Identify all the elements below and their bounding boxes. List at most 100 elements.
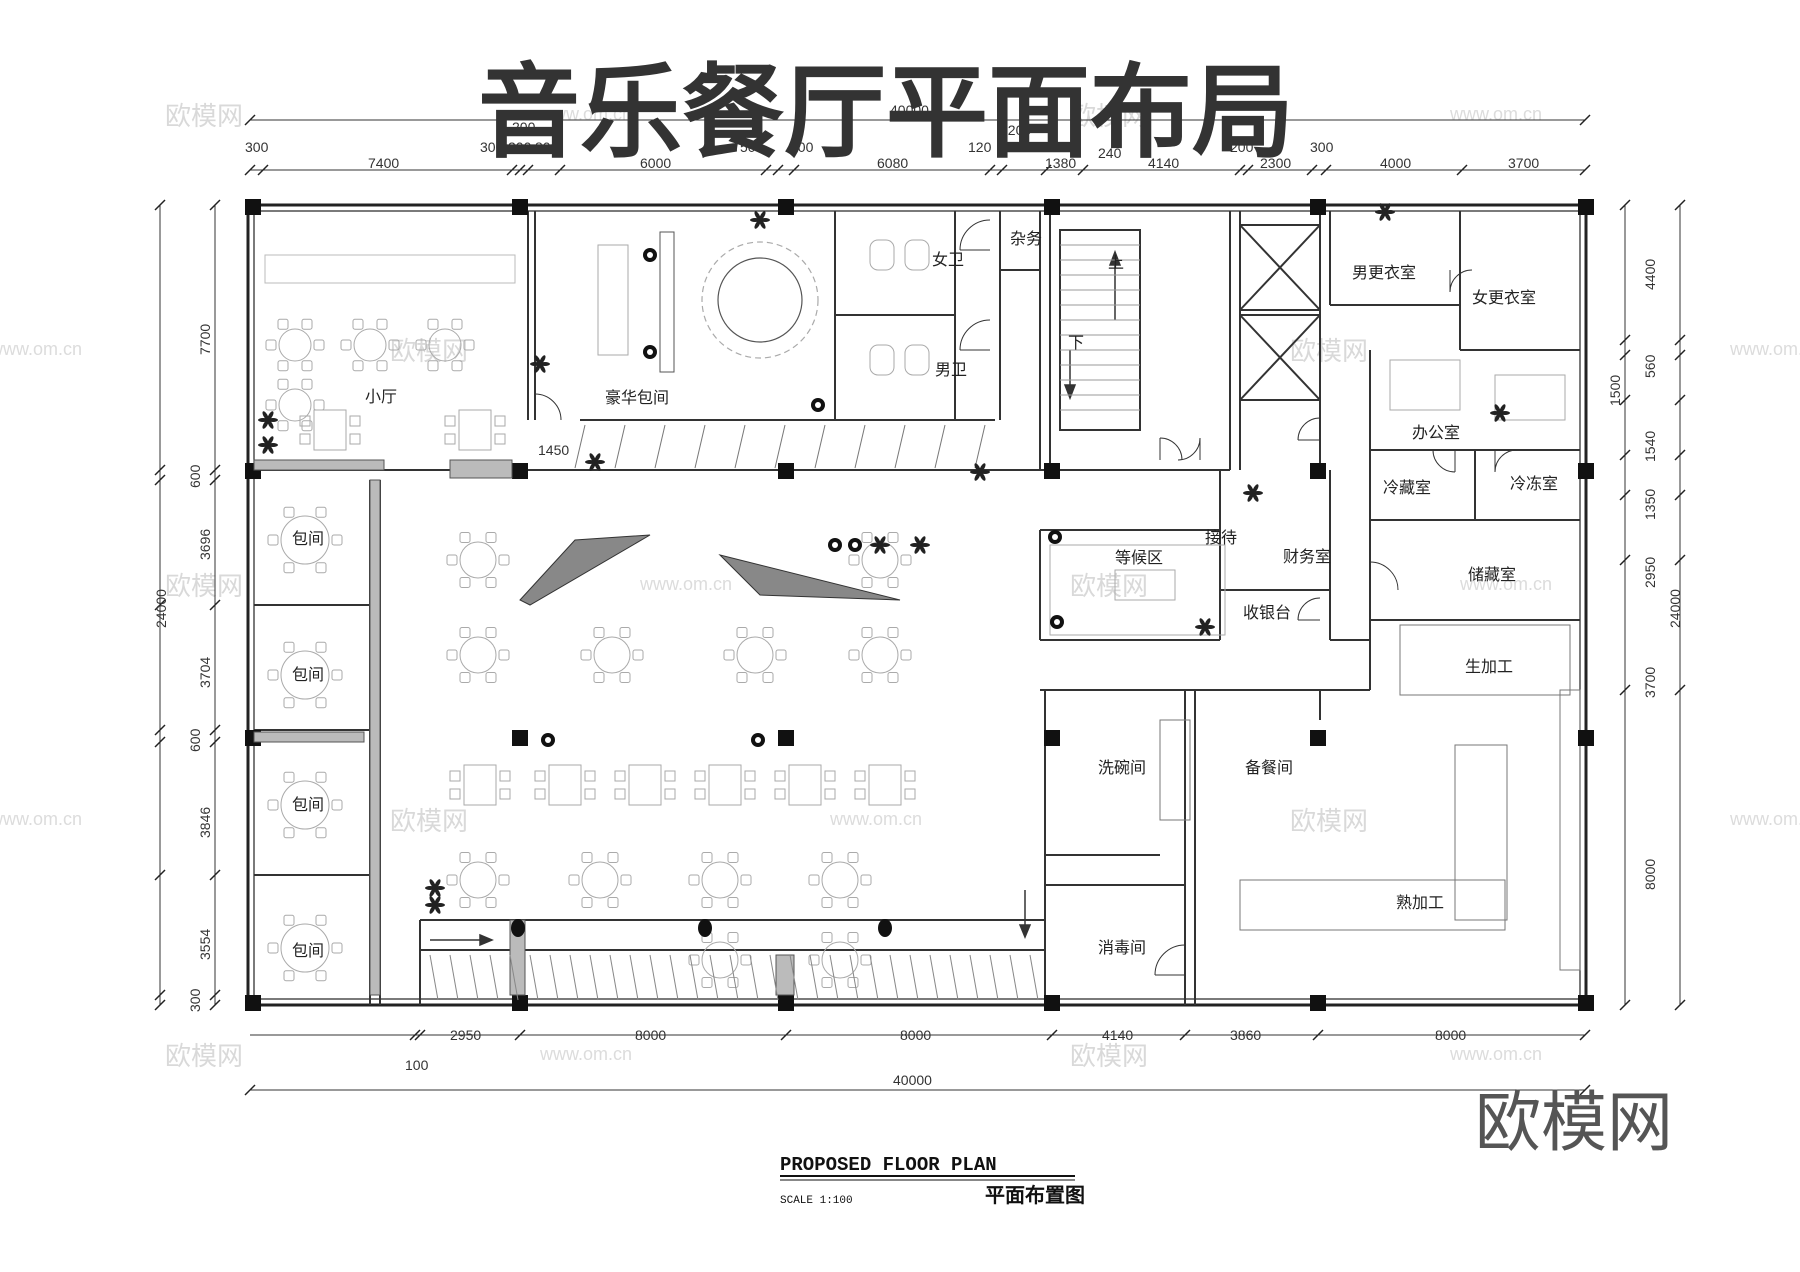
dim-top: 6080 [877, 155, 908, 171]
dimension-tick [1674, 999, 1686, 1011]
dim-left: 300 [187, 988, 203, 1012]
screen-slat [909, 954, 919, 1001]
dimension-tick [1306, 164, 1318, 176]
plant-icon [1243, 484, 1263, 502]
dimension-tick [1619, 684, 1631, 696]
screen-slat [469, 954, 479, 1001]
label-jiedai: 接待 [1205, 528, 1237, 547]
square-table-set [614, 764, 676, 806]
dim-top: 300 [1310, 139, 1334, 155]
watermark-url: www.om.cn [0, 809, 82, 829]
label-shujiagong: 熟加工 [1396, 893, 1444, 912]
dim-right-overall: 24000 [1667, 589, 1683, 628]
dimension-tick [514, 1029, 526, 1041]
screen-slat [729, 954, 739, 1001]
watermark: 欧模网 [165, 102, 243, 132]
screen-slat [549, 954, 559, 1001]
dimension-tick [1674, 449, 1686, 461]
watermark-url: www.om.cn [0, 339, 82, 359]
screen-slat [769, 954, 779, 1001]
planter-icon [878, 919, 892, 937]
door-swing [1432, 449, 1456, 473]
dimension-tick [244, 1084, 256, 1096]
dim-top: 4000 [1380, 155, 1411, 171]
screen-slat [589, 954, 599, 1001]
label-nvgengyi: 女更衣室 [1472, 288, 1536, 307]
label-baojian: 包间 [292, 795, 324, 814]
label-bangong: 办公室 [1412, 423, 1460, 442]
door-swing [1154, 944, 1186, 976]
watermark-url: www.om.cn [1449, 1044, 1542, 1064]
dimension-tick [1619, 349, 1631, 361]
watermark-url: www.om.cn [829, 809, 922, 829]
page-title: 音乐餐厅平面布局 [478, 54, 1294, 173]
label-zawu: 杂务 [1010, 229, 1042, 248]
dimension-tick [1312, 1029, 1324, 1041]
plant-icon [870, 536, 890, 554]
dimension-tick [154, 474, 166, 486]
stall-partition [694, 424, 706, 469]
label-shengjiagong: 生加工 [1465, 657, 1513, 676]
watermark: 欧模网 [1290, 807, 1368, 837]
label-nvwei: 女卫 [932, 250, 964, 269]
round-table-set [723, 626, 787, 684]
dim-right: 4400 [1642, 259, 1658, 290]
dimension-tick [257, 164, 269, 176]
furniture-layer [264, 231, 1566, 1001]
dim-left: 3554 [197, 929, 213, 960]
label-xiaodu: 消毒间 [1098, 938, 1146, 957]
dimension-tick [1619, 489, 1631, 501]
screen-slat [1009, 954, 1019, 1001]
door-swing [959, 319, 991, 351]
dimension-tick [1619, 999, 1631, 1011]
toilet-fixture [904, 239, 930, 271]
dim-top: 200 [508, 139, 532, 155]
watermark-url: www.om.cn [639, 574, 732, 594]
door-layer [534, 219, 1518, 976]
round-table-set [808, 931, 872, 989]
label-xiwan: 洗碗间 [1098, 758, 1146, 777]
dim-bottom: 8000 [635, 1027, 666, 1043]
stall-partition [574, 424, 586, 469]
screen-slat [989, 954, 999, 1001]
decor-islands [519, 534, 901, 606]
screen-slat [489, 954, 499, 1001]
dimension-tick [244, 164, 256, 176]
planter-core [852, 542, 858, 548]
dimension-tick [209, 999, 221, 1011]
dimension-tick [1619, 449, 1631, 461]
dimension-tick [1619, 394, 1631, 406]
round-table-set [265, 378, 325, 432]
round-table-set [265, 318, 325, 372]
screen-slat [529, 954, 539, 1001]
dimension-tick [780, 1029, 792, 1041]
screen-slat [869, 954, 879, 1001]
round-table-set [267, 771, 343, 839]
dimension-tick [514, 164, 526, 176]
planter-icon [698, 919, 712, 937]
round-table-set [688, 851, 752, 909]
stall-partition [934, 424, 946, 469]
round-table [701, 241, 819, 359]
dim-bottom-overall: 40000 [893, 1072, 932, 1088]
plant-icon [530, 355, 550, 373]
dim-top: 240 [1098, 145, 1122, 161]
plant-icon [1375, 203, 1395, 221]
dim-right: 8000 [1642, 859, 1658, 890]
screen-slat [849, 954, 859, 1001]
dimension-tick [154, 599, 166, 611]
stall-partition [814, 424, 826, 469]
office-desk [1494, 374, 1566, 421]
screen-slat [929, 954, 939, 1001]
plant-icon [585, 453, 605, 471]
stall-partition [654, 424, 666, 469]
plant-icon [1195, 618, 1215, 636]
planter-core [1052, 534, 1058, 540]
dimension-tick [409, 1029, 421, 1041]
plant-icon [970, 463, 990, 481]
round-table-set [580, 626, 644, 684]
screen-slat [969, 954, 979, 1001]
dimension-tick [244, 114, 256, 126]
dimension-tick [1579, 1029, 1591, 1041]
